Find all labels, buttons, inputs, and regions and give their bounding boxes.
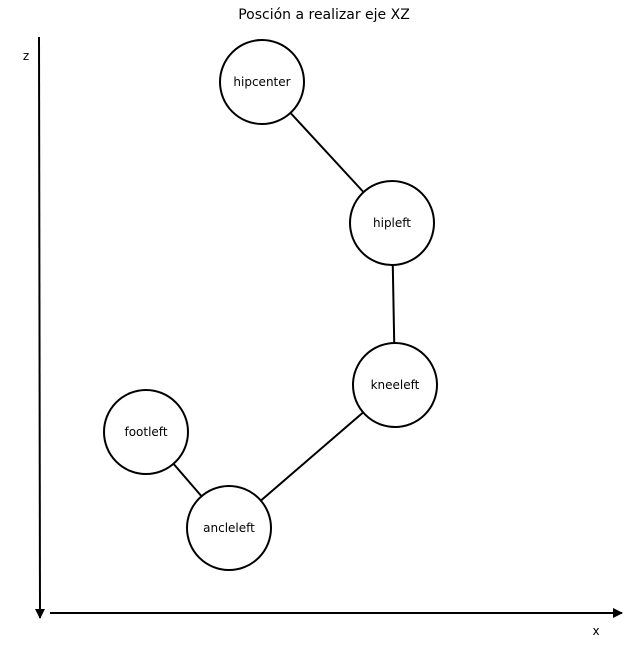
node-label: hipleft: [373, 216, 411, 230]
node-ancleleft: ancleleft: [186, 485, 272, 571]
node-circle: [349, 180, 435, 266]
edges-layer: [172, 112, 396, 502]
edge-kneeleft-ancleleft: [260, 411, 364, 502]
diagram-title: Posción a realizar eje XZ: [238, 7, 410, 23]
nodes-layer: hipcenter hipleft kneeleft ancleleft footlef…: [103, 39, 438, 571]
node-hipleft: hipleft: [349, 180, 435, 266]
node-kneeleft: kneeleft: [352, 342, 438, 428]
node-label: ancleleft: [203, 521, 255, 535]
node-footleft: footleft: [103, 389, 189, 475]
node-circle: [219, 39, 305, 125]
node-circle: [352, 342, 438, 428]
edge-hipcenter-hipleft: [289, 112, 365, 193]
node-circle: [103, 389, 189, 475]
node-label: footleft: [124, 425, 167, 439]
x-axis-label: x: [592, 624, 599, 638]
edge-ancleleft-footleft: [172, 463, 203, 497]
node-label: hipcenter: [233, 75, 290, 89]
node-circle: [186, 485, 272, 571]
node-hipcenter: hipcenter: [219, 39, 305, 125]
edge-hipleft-kneeleft: [391, 264, 396, 344]
z-axis: [34, 36, 45, 619]
z-axis-label: z: [23, 49, 29, 63]
node-label: kneeleft: [371, 378, 420, 392]
